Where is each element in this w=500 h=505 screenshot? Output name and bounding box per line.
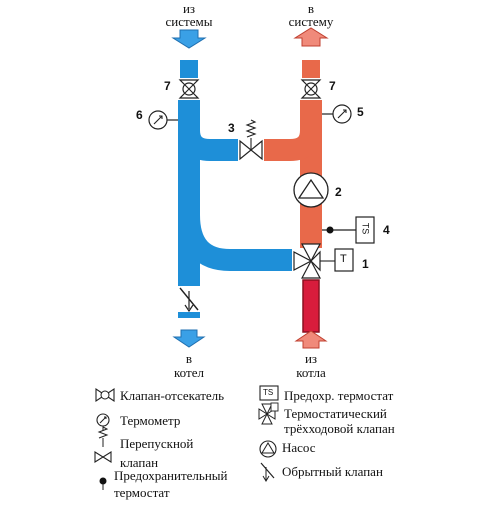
check-valve-icon (178, 286, 200, 313)
marker-3: 3 (228, 121, 235, 135)
legend-thermometer-icon (96, 413, 110, 431)
legend-safety-label-1: Предохранительный (114, 468, 228, 483)
marker-1: 1 (362, 257, 369, 271)
cold-pipe (178, 60, 300, 318)
legend-shutoff-icon (95, 387, 115, 403)
t-box-label: T (340, 253, 347, 265)
legend-bypass-icon (94, 426, 112, 463)
boiler-supply-pipe (302, 279, 320, 333)
to-system-label-top: в (307, 1, 315, 16)
three-way-valve-icon (292, 243, 354, 279)
marker-4: 4 (383, 223, 390, 237)
marker-6: 6 (136, 108, 143, 122)
legend-shutoff-label: Клапан-отсекатель (120, 388, 225, 403)
legend-three-way-valve-icon (258, 402, 279, 425)
shutoff-valve-right-icon (298, 78, 324, 100)
inflow-arrow-icon (171, 29, 207, 49)
pump-icon (293, 172, 329, 208)
marker-7-right: 7 (329, 79, 336, 93)
legend-three-way-label-2: трёхходовой клапан (284, 421, 395, 436)
from-boiler-label-top: из (304, 351, 318, 366)
ts-box-label: TS (360, 222, 371, 235)
legend-check-valve-icon (260, 462, 275, 482)
outflow-arrow-icon (293, 27, 329, 47)
from-system-label-top: из (182, 1, 196, 16)
legend-safety-label-2: термостат (114, 485, 170, 500)
legend-ts-icon (259, 385, 279, 401)
from-boiler-label-bottom: котла (296, 365, 326, 380)
from-system-label-bottom: системы (165, 14, 213, 29)
marker-5: 5 (357, 105, 364, 119)
marker-2: 2 (335, 185, 342, 199)
to-boiler-label-bottom: котел (174, 365, 204, 380)
thermometer-right-icon (322, 104, 352, 124)
marker-7-left: 7 (164, 79, 171, 93)
legend-check-valve-label: Обрытный клапан (282, 464, 383, 479)
from-boiler-arrow-icon (294, 330, 328, 349)
legend-safety-thermostat-icon (99, 477, 107, 490)
legend-ts-icon-text: TS (263, 388, 274, 397)
legend-ts-label: Предохр. термостат (284, 388, 394, 403)
to-boiler-arrow-icon (172, 329, 206, 348)
shutoff-valve-left-icon (176, 78, 202, 100)
legend-bypass-label-1: Перепускной (120, 436, 194, 451)
thermometer-left-icon (148, 110, 178, 130)
legend-bypass-label-2: клапан (120, 455, 159, 470)
to-boiler-label-top: в (185, 351, 193, 366)
safety-thermostat-icon (322, 216, 375, 244)
legend-pump-icon (259, 440, 277, 458)
legend-thermometer-label: Термометр (120, 413, 181, 428)
legend-pump-label: Насос (282, 440, 316, 455)
to-system-label-bottom: систему (288, 14, 334, 29)
legend-three-way-label-1: Термостатический (284, 406, 387, 421)
bypass-valve-icon (238, 119, 264, 162)
